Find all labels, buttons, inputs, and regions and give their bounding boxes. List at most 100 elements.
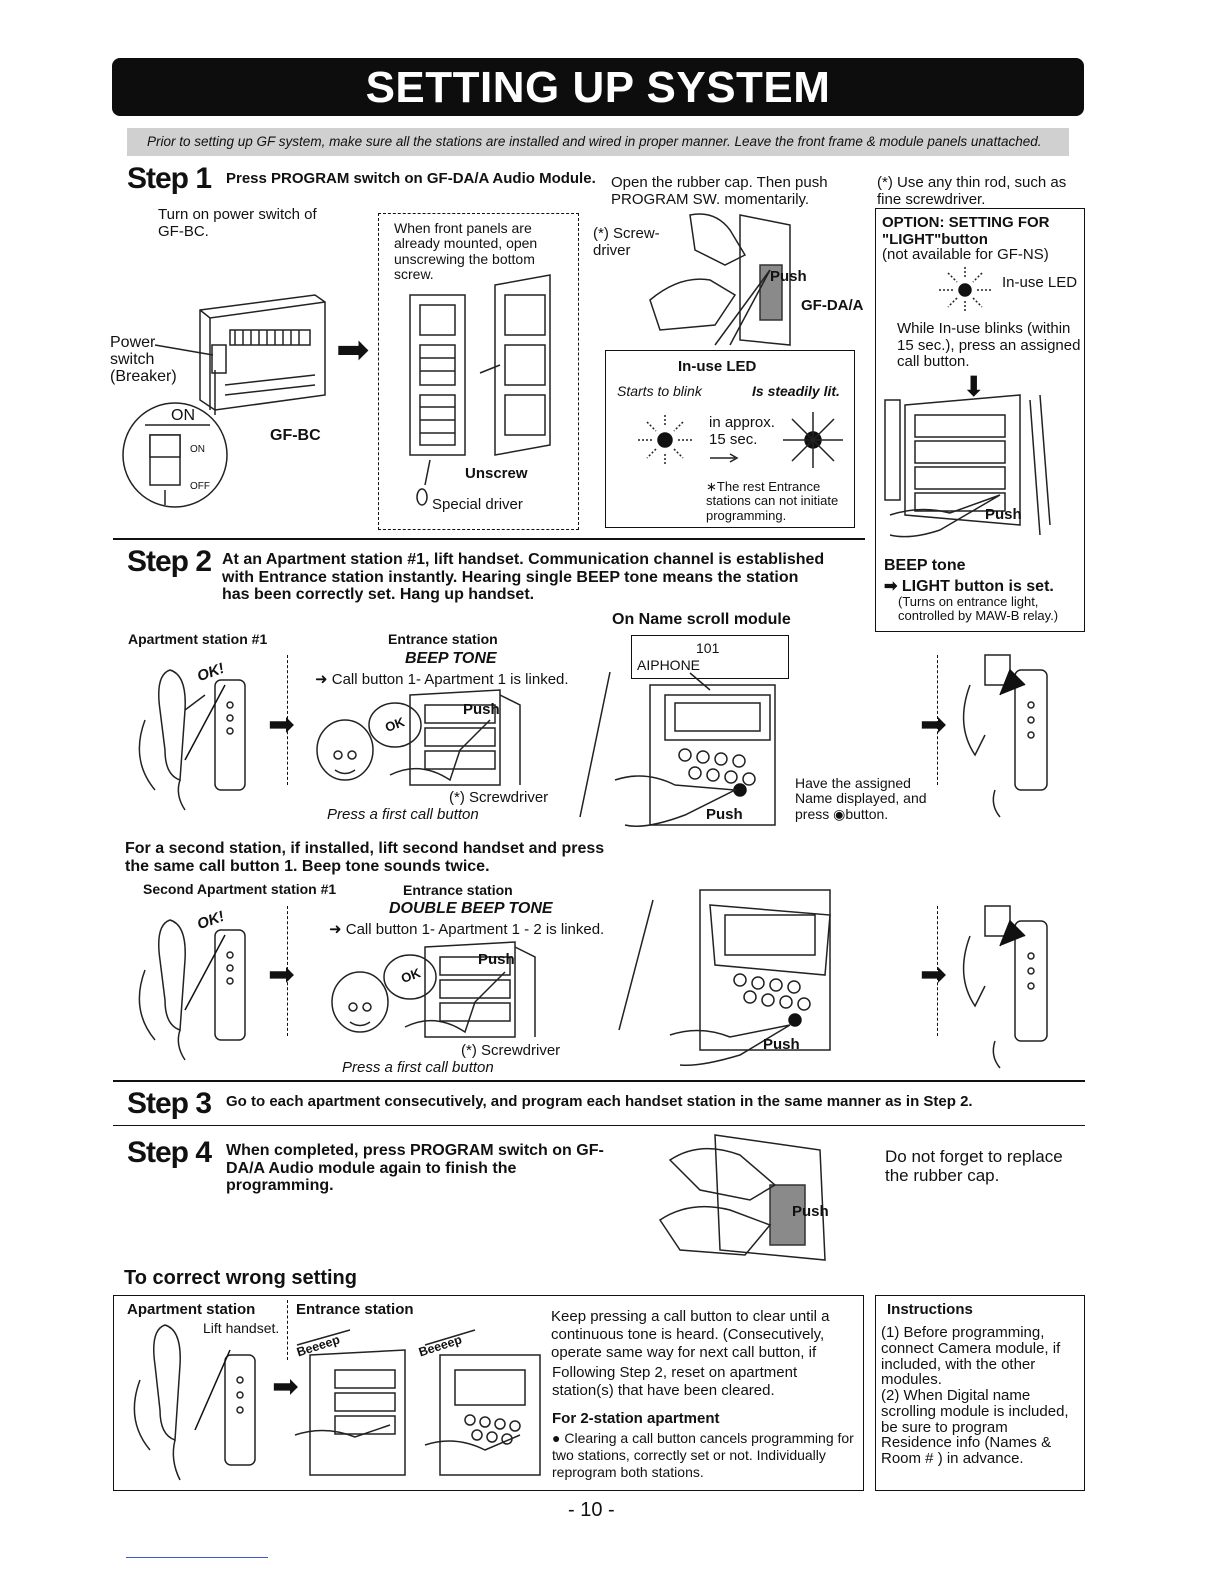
press-first-1: Press a first call button <box>327 806 479 823</box>
option-inuse-led: In-use LED <box>1002 274 1078 291</box>
correct-box <box>113 1295 864 1491</box>
screwdriver-label-2: (*) Screwdriver <box>461 1042 561 1059</box>
push-label-2: Push <box>463 701 500 718</box>
divider-line-1 <box>579 671 611 818</box>
prior-note: Prior to setting up GF system, make sure… <box>127 128 1069 156</box>
option-while-blinks: While In-use blinks (within 15 sec.), pr… <box>897 320 1081 370</box>
dashed-divider-2 <box>937 655 938 785</box>
gfda-label: GF-DA/A <box>801 297 864 314</box>
option-box <box>875 208 1085 632</box>
handset-hangup-figure-1 <box>962 654 1048 818</box>
led-title: In-use LED <box>678 358 757 375</box>
name-scroll-figure-2 <box>669 889 831 1067</box>
gfda-figure <box>649 213 791 346</box>
instructions-item1: (1) Before programming, connect Camera m… <box>881 1324 1061 1389</box>
power-switch-label: Power switch (Breaker) <box>110 334 177 385</box>
correct-arrow-icon: ➡ <box>272 1368 299 1404</box>
step1-push-label: Push <box>770 268 807 285</box>
correct-keep-pressing: Keep pressing a call button to clear unt… <box>551 1308 830 1361</box>
led-blink-text: Starts to blink <box>617 383 702 399</box>
two-station-text: ● Clearing a call button cancels program… <box>552 1430 857 1480</box>
option-led-icon <box>939 267 991 313</box>
option-title: OPTION: SETTING FOR "LIGHT"button <box>882 214 1050 248</box>
divider-step2 <box>113 1080 1085 1082</box>
handset-figure-2 <box>138 919 246 1061</box>
two-station-title: For 2-station apartment <box>552 1410 720 1427</box>
entrance-label: Entrance station <box>388 631 498 647</box>
led-lit-text: Is steadily lit. <box>752 383 840 399</box>
option-push-label: Push <box>985 506 1022 523</box>
arrow-right-icon-4: ➡ <box>268 956 295 992</box>
entrance-label-2: Entrance station <box>403 882 513 898</box>
step3-text: Go to each apartment consecutively, and … <box>226 1093 973 1110</box>
call-linked-2-text: Call button 1- Apartment 1 - 2 is linked… <box>345 921 605 938</box>
push-label-3: Push <box>478 951 515 968</box>
arrow-right-icon-2: ➡ <box>268 706 295 742</box>
correct-apt-station: Apartment station <box>127 1301 256 1318</box>
front-panels-text: When front panels are already mounted, o… <box>394 220 538 283</box>
divider-step1 <box>113 538 865 540</box>
correct-following: Following Step 2, reset on apartment sta… <box>552 1364 798 1399</box>
name-scroll-figure <box>614 672 776 827</box>
on-small-label: ON <box>190 444 205 455</box>
dashed-divider-4 <box>937 906 938 1036</box>
option-not-available: (not available for GF-NS) <box>882 246 1049 263</box>
dashed-divider-1 <box>287 655 288 785</box>
handset-hangup-figure-2 <box>962 905 1048 1069</box>
have-assigned-main: Have the assigned Name displayed, and pr… <box>795 775 927 822</box>
inuse-led-box <box>605 350 855 528</box>
option-beep-tone: BEEP tone <box>884 557 966 574</box>
divider-line-2 <box>618 899 654 1031</box>
step1-turn-on: Turn on power switch of GF-BC. <box>158 206 317 240</box>
gfbc-figure <box>122 294 326 508</box>
option-light-set: ➡ LIGHT button is set. <box>884 576 1054 596</box>
step4-label: Step 4 <box>127 1136 212 1169</box>
step3-label: Step 3 <box>127 1087 212 1120</box>
entrance-push-figure-1 <box>316 689 521 786</box>
call-linked-2: ➜ Call button 1- Apartment 1 - 2 is link… <box>329 920 604 938</box>
beep-tone-label: BEEP TONE <box>405 650 497 667</box>
entrance-push-figure-2 <box>331 941 536 1038</box>
led-note-text: ∗The rest Entrance stations can not init… <box>706 479 839 523</box>
display-name: AIPHONE <box>637 657 701 673</box>
screwdriver-label-1: (*) Screwdriver <box>449 789 549 806</box>
option-panel-figure <box>884 394 1051 538</box>
correct-entrance-station: Entrance station <box>296 1301 414 1318</box>
press-first-2: Press a first call button <box>342 1059 494 1076</box>
divider-step3 <box>113 1125 1085 1126</box>
step1-open-cap: Open the rubber cap. Then push PROGRAM S… <box>611 174 828 208</box>
gfbc-label: GF-BC <box>270 427 321 444</box>
option-turns-on: (Turns on entrance light, controlled by … <box>898 594 1059 624</box>
push-label-4: Push <box>763 1036 800 1053</box>
option-light-set-text: LIGHT button is set. <box>901 578 1054 595</box>
have-assigned-text: Have the assigned Name displayed, and pr… <box>795 775 930 822</box>
call-linked-1: ➜ Call button 1- Apartment 1 is linked. <box>315 670 569 688</box>
step4-gfda-figure <box>658 1134 826 1261</box>
name-scroll-label: On Name scroll module <box>612 611 791 628</box>
step4-push-label: Push <box>792 1203 829 1220</box>
dashed-divider-3 <box>287 906 288 1036</box>
correct-heading: To correct wrong setting <box>124 1267 357 1289</box>
step4-text: When completed, press PROGRAM switch on … <box>226 1142 604 1195</box>
second-heading: For a second station, if installed, lift… <box>125 840 605 875</box>
screwdriver-star-label: (*) Screw-driver <box>593 225 660 259</box>
push-label-name: Push <box>706 806 743 823</box>
double-beep-label: DOUBLE BEEP TONE <box>389 900 553 917</box>
circle-button-icon: ◉ <box>833 805 846 822</box>
step2-heading: At an Apartment station #1, lift handset… <box>222 551 825 604</box>
display-number: 101 <box>696 640 720 656</box>
right-arrow-icon: ➡ <box>884 578 902 595</box>
bullet-icon: ● <box>552 1430 565 1446</box>
unscrew-label: Unscrew <box>465 465 528 482</box>
correct-entrance-figure <box>294 1329 541 1476</box>
instructions-item2: (2) When Digital name scrolling module i… <box>881 1387 1069 1467</box>
page-title: SETTING UP SYSTEM <box>112 58 1084 116</box>
have-assigned-button: button. <box>845 805 889 822</box>
name-display-box <box>631 635 789 679</box>
two-station-text-main: Clearing a call button cancels programmi… <box>552 1430 854 1480</box>
footnote-rule <box>126 1557 268 1558</box>
step1-heading: Press PROGRAM switch on GF-DA/A Audio Mo… <box>226 170 596 187</box>
down-arrow-icon: ⬇ <box>962 371 986 402</box>
instructions-box <box>875 1295 1085 1491</box>
correct-handset-figure <box>133 1324 256 1481</box>
